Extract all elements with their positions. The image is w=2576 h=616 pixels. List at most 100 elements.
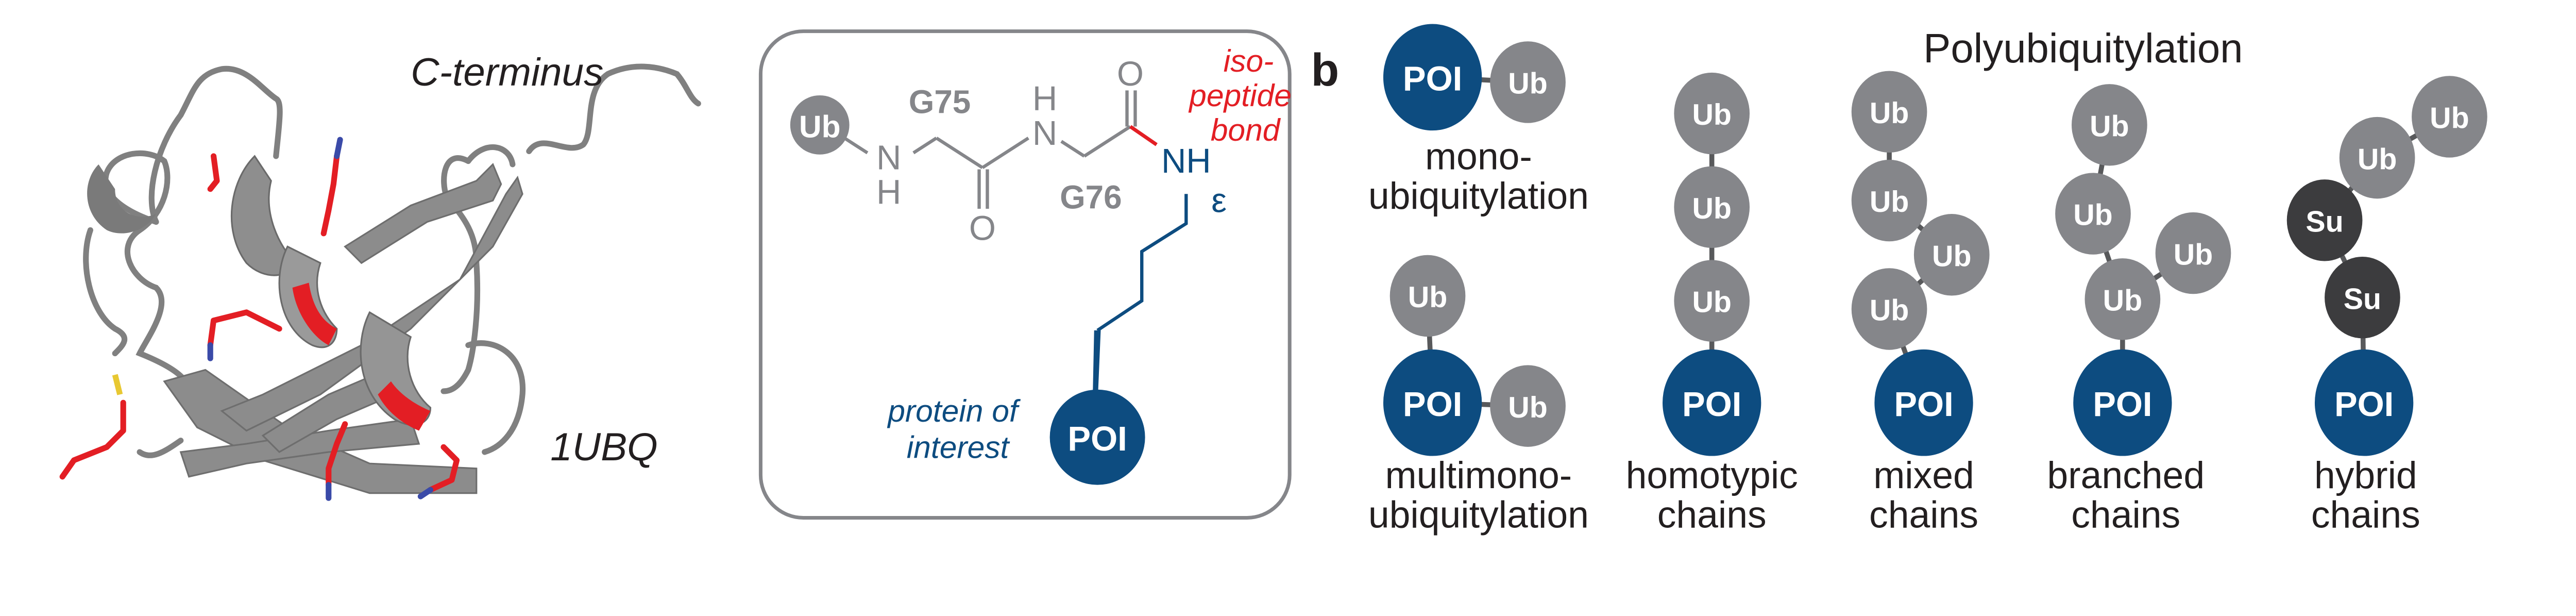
hybrid-label-line-2: chains — [2311, 494, 2420, 536]
poi-node-label: POI — [1894, 385, 1953, 424]
epsilon-label: ε — [1211, 181, 1227, 220]
branched-label-line-1: branched — [2047, 454, 2205, 496]
ub-node-label: Ub — [1508, 391, 1547, 424]
coil-loops — [83, 63, 701, 458]
mixed-label-line-1: mixed — [1873, 454, 1974, 496]
ub-node — [2072, 84, 2147, 166]
multimono-label-line-2: ubiquitylation — [1368, 494, 1589, 536]
ub-node-label: Ub — [1870, 294, 1909, 327]
amine-n1: N — [876, 139, 901, 177]
amine-h1: H — [876, 173, 901, 212]
c-terminus-label: C-terminus — [411, 51, 603, 94]
isopeptide-line-1: iso- — [1224, 43, 1274, 78]
poi-node-label: POI — [1067, 420, 1127, 458]
poi-node — [1049, 389, 1145, 485]
isopeptide-bond-line — [1129, 125, 1158, 146]
ub-node — [1913, 214, 1990, 296]
ub-node — [2055, 173, 2131, 255]
poi-node — [1874, 349, 1973, 456]
amide-h2: H — [1032, 79, 1057, 118]
su-node — [2286, 179, 2363, 261]
scheme-box — [758, 29, 1292, 520]
poi-node-label: POI — [1403, 60, 1462, 98]
side-chain-sticks — [59, 153, 460, 493]
amide-n2: N — [1032, 114, 1057, 153]
ub-node — [2084, 258, 2161, 340]
poi-node — [2314, 349, 2414, 456]
ub-node — [2155, 212, 2231, 294]
g76-label: G76 — [1060, 179, 1122, 216]
ub-node-label: Ub — [799, 109, 841, 144]
isopeptide-line-2: peptide — [1188, 78, 1292, 113]
ub-node-label: Ub — [2358, 143, 2397, 176]
pdb-id-label: 1UBQ — [550, 425, 657, 469]
poi-node-label: POI — [2093, 385, 2152, 424]
poi-caption-line-2: interest — [907, 429, 1010, 464]
poi-node-label: POI — [1682, 385, 1741, 424]
ub-node-label: Ub — [1870, 97, 1909, 130]
sulfur-atom — [112, 374, 123, 395]
hybrid-label-line-1: hybrid — [2314, 454, 2417, 496]
multimono-label-line-1: multimono- — [1385, 454, 1572, 496]
ub-node-label: Ub — [1932, 240, 1971, 273]
polyubiquitylation-title: Polyubiquitylation — [1923, 25, 2243, 71]
mixed-label-line-2: chains — [1869, 494, 1978, 536]
poi-node — [1663, 349, 1761, 456]
poi-node-label: POI — [1403, 385, 1462, 424]
poi-caption-line-1: protein of — [887, 393, 1021, 428]
ub-node — [1490, 365, 1566, 447]
carbonyl-o1: O — [969, 209, 996, 248]
alpha-helices — [87, 155, 432, 431]
ub-node-label: Ub — [1408, 281, 1447, 314]
ubiquitylation-figure: C-terminus 1UBQ Ub N H N H O O G75 G76 — [59, 24, 2487, 536]
ub-node-label: Ub — [1692, 192, 1731, 225]
ub-node — [1674, 260, 1750, 342]
ub-node — [1851, 71, 1927, 153]
ub-node — [790, 95, 850, 155]
ub-node — [2412, 76, 2487, 158]
poi-node — [1383, 24, 1482, 131]
beta-strands — [163, 163, 523, 494]
isopeptide-scheme: Ub N H N H O O G75 G76 NH ε iso- pep — [758, 29, 1292, 520]
ubiquitin-structure-1ubq — [59, 63, 701, 501]
poi-node — [2073, 349, 2172, 456]
ub-node — [1490, 41, 1566, 123]
isopeptide-line-3: bond — [1211, 112, 1281, 147]
lysine-nh: NH — [1161, 142, 1211, 180]
ub-node-label: Ub — [2073, 199, 2112, 232]
wedge-bond — [1092, 330, 1101, 408]
ub-node — [1674, 72, 1750, 155]
mono-label-line-1: mono- — [1425, 135, 1532, 177]
ub-node-label: Ub — [1870, 186, 1909, 219]
ub-node-label: Ub — [2430, 102, 2469, 135]
ub-node-label: Ub — [2103, 285, 2142, 318]
ub-node-label: Ub — [1692, 286, 1731, 319]
ub-node-label: Ub — [1692, 98, 1731, 131]
ub-node — [1389, 255, 1466, 337]
mono-label-line-2: ubiquitylation — [1368, 175, 1589, 217]
su-node — [2325, 256, 2400, 339]
ub-node-label: Ub — [1508, 68, 1547, 101]
ub-node — [1674, 166, 1750, 248]
su-node-label: Su — [2306, 205, 2343, 238]
ub-node — [1851, 159, 1927, 242]
ubiquitin-chain-diagrams: UbPOImono-ubiquitylationUbUbPOImultimono… — [1368, 24, 2487, 536]
poi-caption: protein of interest — [887, 393, 1021, 464]
nitrogen-atoms — [207, 137, 434, 501]
ub-node-label: Ub — [2174, 238, 2213, 271]
backbone-bonds — [843, 90, 1137, 209]
poi-node — [1383, 349, 1482, 456]
carbonyl-o2: O — [1117, 55, 1144, 93]
g75-label: G75 — [909, 84, 971, 121]
lysine-side-chain — [1096, 194, 1188, 332]
su-node-label: Su — [2344, 282, 2381, 315]
ub-node-label: Ub — [2090, 110, 2129, 143]
panel-letter-b: b — [1311, 44, 1340, 95]
poi-node-label: POI — [2334, 385, 2394, 424]
homotypic-label-line-2: chains — [1657, 494, 1767, 536]
